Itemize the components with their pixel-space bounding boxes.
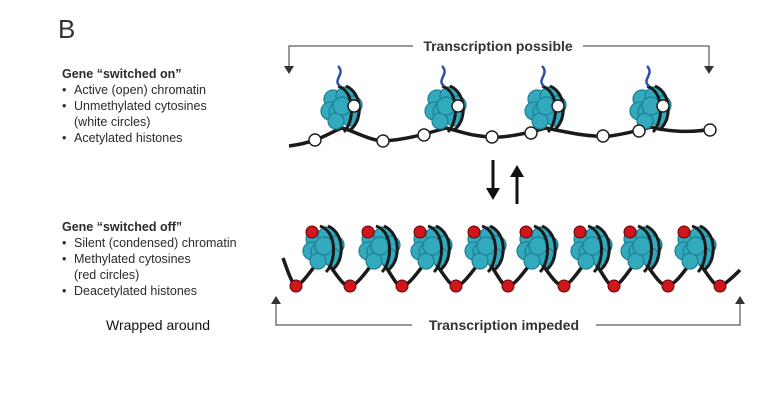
methylated-cytosine-icon bbox=[607, 279, 621, 293]
top-bracket-label: Transcription possible bbox=[423, 38, 573, 54]
methylated-cytosine-icon bbox=[677, 225, 691, 239]
methylated-cytosine-icon bbox=[519, 225, 533, 239]
legend-switched-off: Gene “switched off” Silent (condensed) c… bbox=[62, 219, 237, 299]
methylated-cytosine-icon bbox=[413, 225, 427, 239]
nucleosome bbox=[620, 224, 663, 274]
methylated-cytosine-icon bbox=[343, 279, 357, 293]
dna-wrap bbox=[595, 224, 611, 272]
histone-lobe bbox=[314, 236, 334, 256]
methylated-cytosine-icon bbox=[557, 279, 571, 293]
down-arrow-icon bbox=[284, 66, 294, 74]
nucleosome bbox=[674, 224, 717, 274]
legend-off-item: (red circles) bbox=[74, 268, 140, 282]
up-arrow-icon bbox=[271, 296, 281, 304]
panel-letter: B bbox=[58, 14, 76, 44]
dna-wrap bbox=[645, 224, 661, 272]
dna-wrap bbox=[435, 224, 451, 272]
histone-lobe bbox=[528, 236, 548, 256]
unmethylated-cytosine-icon bbox=[376, 134, 390, 148]
dna-wrap bbox=[327, 224, 343, 272]
unmethylated-cytosine-icon bbox=[347, 99, 361, 113]
unmethylated-cytosine-icon bbox=[308, 133, 322, 147]
arrow-up-icon bbox=[510, 165, 524, 177]
unmethylated-cytosine-icon bbox=[632, 124, 646, 138]
histone-lobe bbox=[582, 236, 602, 256]
active-chromatin-strand bbox=[288, 65, 717, 148]
nucleosome bbox=[629, 65, 672, 134]
nucleosome bbox=[516, 224, 559, 274]
methylated-cytosine-icon bbox=[661, 279, 675, 293]
legend-off-item: Silent (condensed) chromatin bbox=[62, 235, 237, 251]
histone-lobe bbox=[422, 236, 442, 256]
legend-off-heading: Gene “switched off” bbox=[62, 220, 183, 234]
histone-lobe bbox=[632, 236, 652, 256]
dna-wrap bbox=[541, 224, 557, 272]
nucleosome bbox=[424, 65, 467, 134]
arrow-down-icon bbox=[486, 188, 500, 200]
unmethylated-cytosine-icon bbox=[451, 99, 465, 113]
unmethylated-cytosine-icon bbox=[656, 99, 670, 113]
bottom-bracket-label: Transcription impeded bbox=[429, 317, 579, 333]
legend-on-item: Unmethylated cytosines bbox=[62, 98, 207, 114]
unmethylated-cytosine-icon bbox=[551, 99, 565, 113]
legend-on-item: Active (open) chromatin bbox=[62, 82, 207, 98]
histone-lobe bbox=[370, 236, 390, 256]
nucleosome bbox=[524, 65, 567, 134]
acetyl-tail-icon bbox=[440, 65, 446, 87]
acetyl-tail-icon bbox=[645, 65, 651, 87]
unmethylated-cytosine-icon bbox=[524, 126, 538, 140]
methylated-cytosine-icon bbox=[573, 225, 587, 239]
histone-lobe bbox=[476, 236, 496, 256]
methylated-cytosine-icon bbox=[501, 279, 515, 293]
dna-wrap bbox=[375, 224, 391, 274]
histone-lobe bbox=[686, 236, 706, 256]
unmethylated-cytosine-icon bbox=[485, 130, 499, 144]
dna-wrap bbox=[691, 224, 707, 274]
methylated-cytosine-icon bbox=[713, 279, 727, 293]
dna-strand bbox=[288, 125, 717, 148]
up-arrow-icon bbox=[735, 296, 745, 304]
dna-wrap bbox=[481, 224, 497, 274]
reversible-arrows bbox=[486, 160, 524, 204]
legend-off-item: Methylated cytosines bbox=[62, 251, 237, 267]
wrapped-around-note: Wrapped around bbox=[106, 317, 211, 333]
unmethylated-cytosine-icon bbox=[417, 128, 431, 142]
methylated-cytosine-icon bbox=[361, 225, 375, 239]
bottom-bracket: Transcription impeded bbox=[271, 296, 745, 333]
legend-on-item: Acetylated histones bbox=[62, 130, 207, 146]
dna-wrap bbox=[319, 224, 335, 274]
methylated-cytosine-icon bbox=[623, 225, 637, 239]
nucleosome bbox=[302, 224, 345, 274]
methylated-cytosine-icon bbox=[305, 225, 319, 239]
down-arrow-icon bbox=[704, 66, 714, 74]
acetyl-tail-icon bbox=[336, 65, 342, 87]
silent-chromatin-strand bbox=[281, 224, 742, 293]
nucleosome bbox=[358, 224, 401, 274]
dna-wrap bbox=[489, 224, 505, 272]
legend-switched-on: Gene “switched on” Active (open) chromat… bbox=[62, 66, 207, 146]
dna-wrap bbox=[533, 224, 549, 274]
nucleosome bbox=[320, 65, 363, 134]
methylated-cytosine-icon bbox=[467, 225, 481, 239]
methylated-cytosine-icon bbox=[449, 279, 463, 293]
unmethylated-cytosine-icon bbox=[596, 129, 610, 143]
dna-wrap bbox=[699, 224, 715, 272]
legend-on-heading: Gene “switched on” bbox=[62, 67, 182, 81]
methylated-cytosine-icon bbox=[289, 279, 303, 293]
acetyl-tail-icon bbox=[540, 65, 546, 87]
legend-on-item: (white circles) bbox=[74, 115, 151, 129]
dna-wrap bbox=[637, 224, 653, 274]
legend-off-item: Deacetylated histones bbox=[62, 283, 237, 299]
top-bracket: Transcription possible bbox=[284, 38, 714, 74]
dna-wrap bbox=[383, 224, 399, 272]
nucleosome bbox=[410, 224, 453, 274]
methylated-cytosine-icon bbox=[395, 279, 409, 293]
dna-wrap bbox=[427, 224, 443, 274]
unmethylated-cytosine-icon bbox=[703, 123, 717, 137]
dna-wrap bbox=[587, 224, 603, 274]
nucleosome bbox=[570, 224, 613, 274]
nucleosome bbox=[464, 224, 507, 274]
